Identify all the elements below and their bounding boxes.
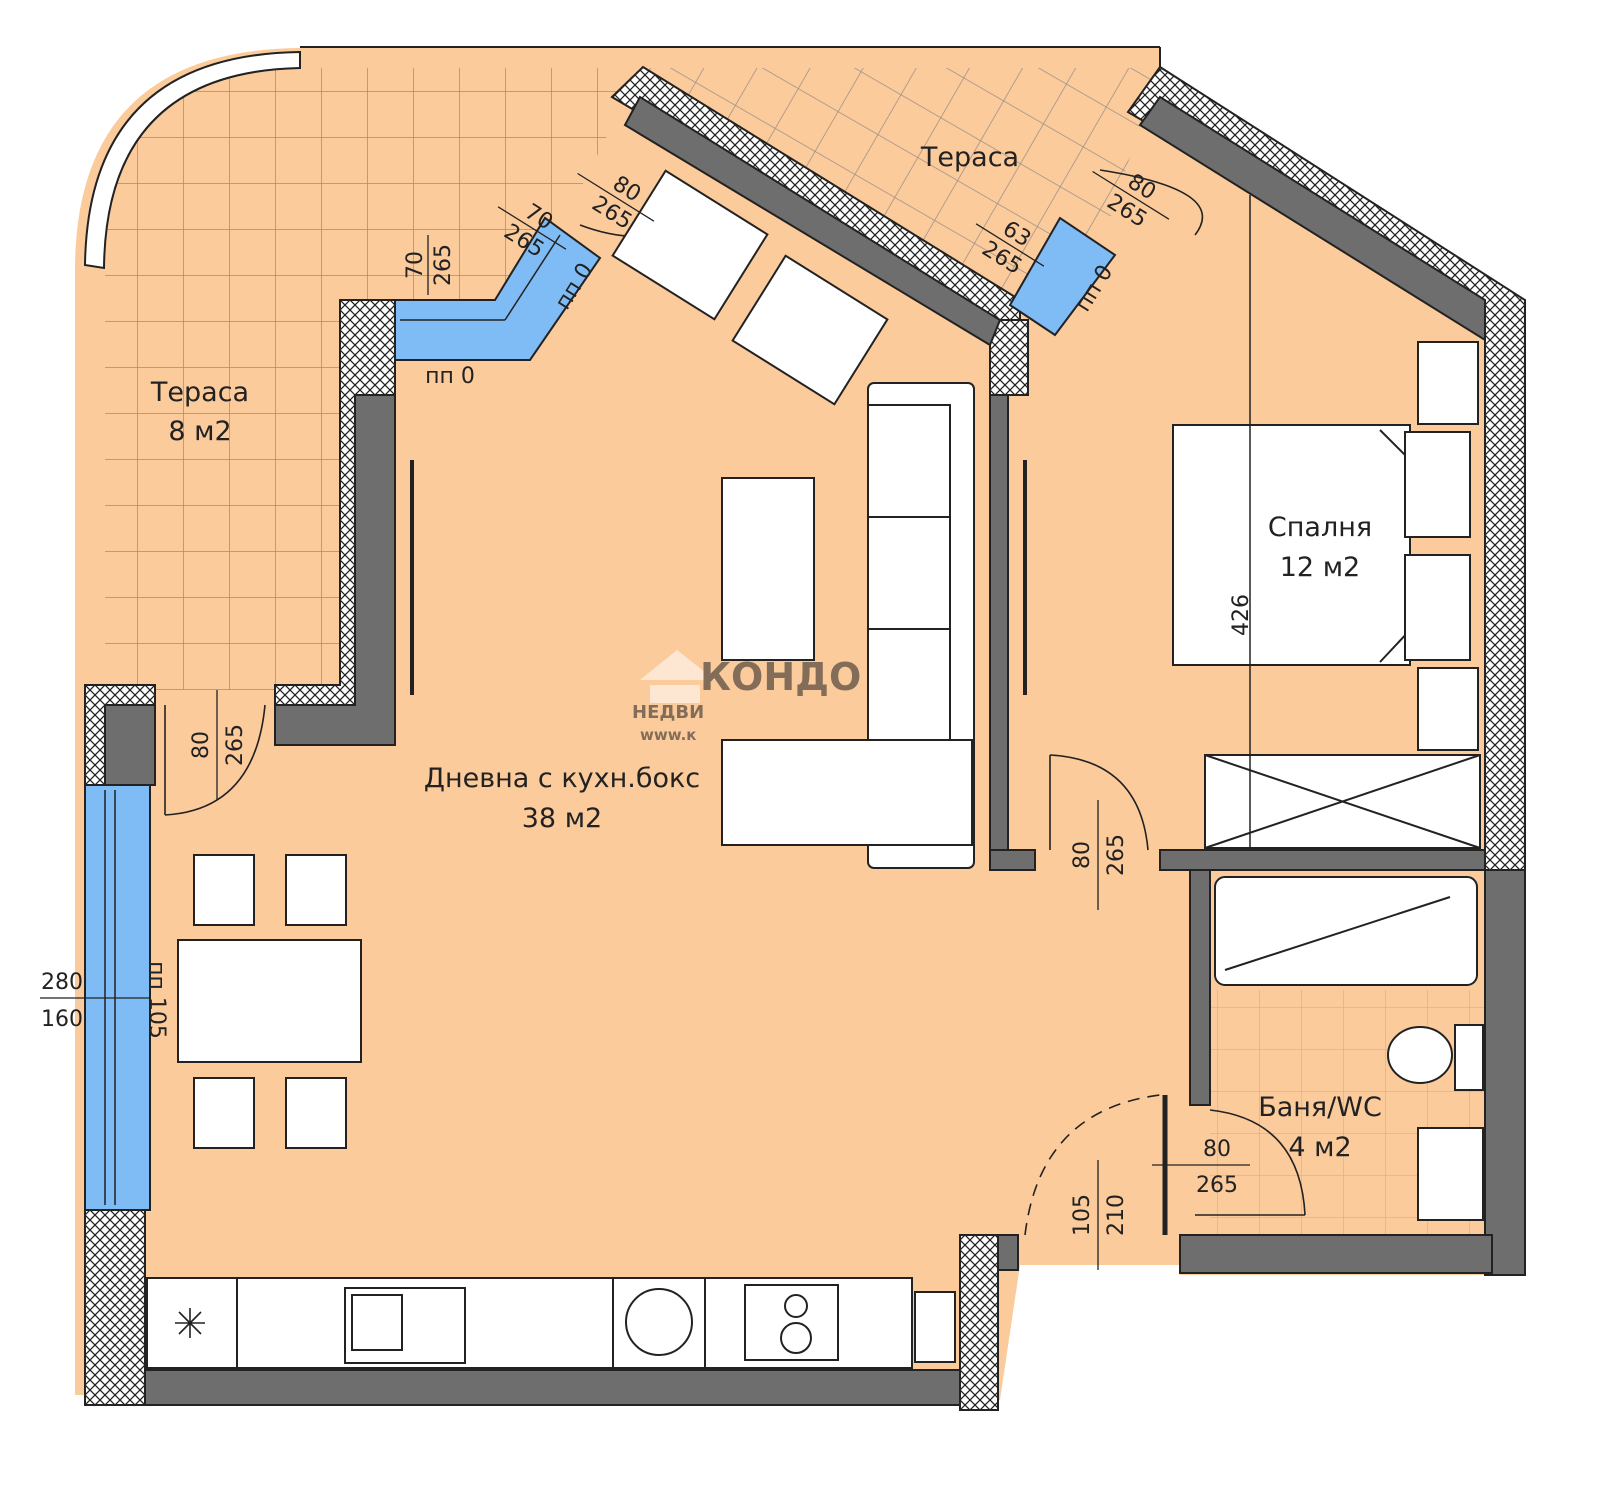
dim-height: 265 — [1196, 1173, 1238, 1198]
dining-table — [177, 939, 362, 1063]
dim-sill: пп 0 — [425, 364, 475, 389]
terrace-left-area: 8 м2 — [168, 416, 231, 447]
terrace-left-tiles — [105, 68, 640, 690]
extractor-icon — [175, 1308, 205, 1338]
terrace-railing — [83, 50, 301, 270]
dim-height: 160 — [41, 1007, 83, 1032]
dim-height: 265 — [223, 724, 248, 766]
coffee-table — [721, 477, 815, 661]
bathroom-name: Баня/WC — [1258, 1092, 1382, 1123]
bed — [1172, 424, 1411, 666]
chair — [193, 854, 255, 926]
dim-width: 105 — [1070, 1194, 1095, 1236]
svg-text:КОНДО: КОНДО — [700, 655, 861, 699]
bedroom-name: Спалня — [1268, 512, 1372, 543]
dimension-labels: 80 265 70 265 пп 0 70 265 пп 0 63 265 пп… — [40, 169, 1254, 1270]
dim-length: 426 — [1229, 594, 1254, 636]
armchair — [731, 254, 889, 406]
dim-width: 80 — [1203, 1137, 1231, 1162]
svg-text:НЕДВИ: НЕДВИ — [632, 702, 704, 723]
dim-height: 210 — [1104, 1194, 1129, 1236]
svg-text:www.к: www.к — [640, 726, 697, 744]
dim-width: 280 — [41, 970, 83, 995]
floor-area — [75, 48, 1525, 1400]
washbasin — [1417, 1127, 1484, 1221]
toilet — [1387, 1026, 1453, 1084]
pillow — [1404, 431, 1471, 538]
armchair — [611, 169, 769, 321]
living-area: 38 м2 — [522, 803, 603, 834]
room-labels: Тераса 8 м2 Тераса Спалня 12 м2 Дневна с… — [150, 142, 1382, 1163]
dim-height: 265 — [431, 244, 456, 286]
bathroom-area: 4 м2 — [1288, 1132, 1351, 1163]
interior-walls — [104, 95, 1526, 1406]
dim-width: 80 — [1070, 841, 1095, 869]
dim-height: 265 — [1104, 834, 1129, 876]
furniture — [146, 169, 1484, 1369]
fridge — [914, 1291, 956, 1363]
nightstand — [1417, 341, 1479, 425]
sofa-chaise — [721, 739, 973, 846]
chair — [285, 1077, 347, 1149]
dim-width: 80 — [189, 731, 214, 759]
living-name: Дневна с кухн.бокс — [424, 763, 700, 794]
chair — [285, 854, 347, 926]
dim-sill: пп 105 — [144, 961, 169, 1039]
terrace-top-name: Тераса — [920, 142, 1019, 173]
terrace-left-name: Тераса — [150, 377, 249, 408]
nightstand — [1417, 667, 1479, 751]
pillow — [1404, 554, 1471, 661]
bedroom-area: 12 м2 — [1280, 552, 1361, 583]
watermark-logo: КОНДО НЕДВИ www.к — [632, 650, 861, 744]
bedroom-top-window — [1008, 216, 1117, 337]
chair — [193, 1077, 255, 1149]
dim-width: 70 — [403, 251, 428, 279]
